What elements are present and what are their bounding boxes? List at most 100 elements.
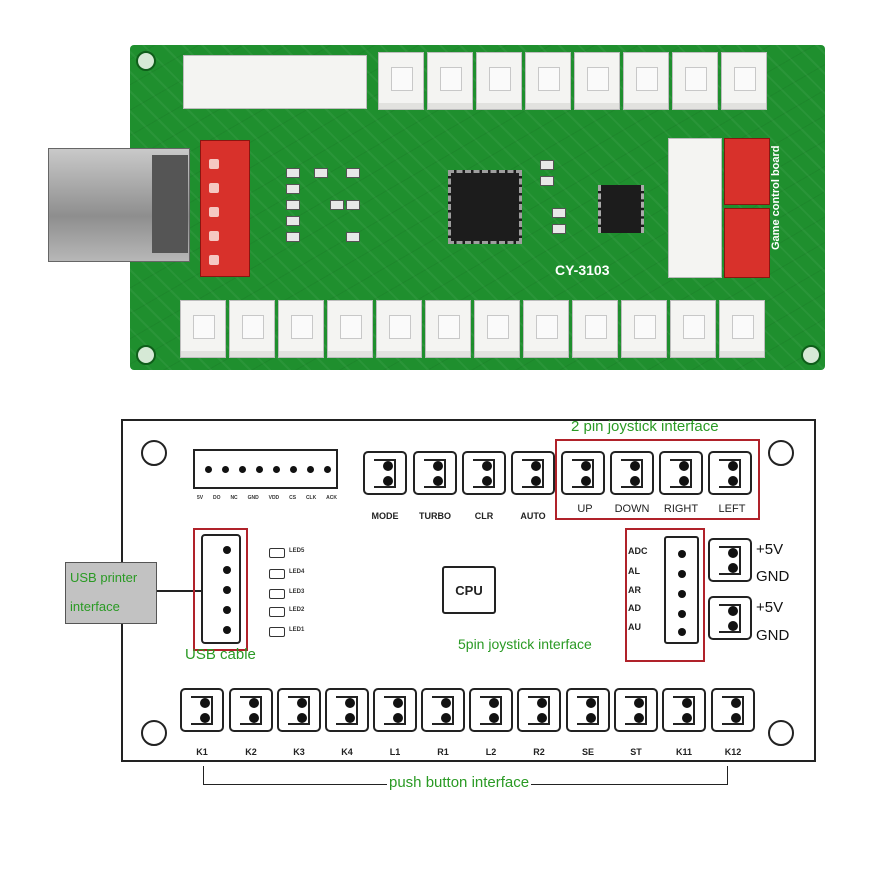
header-pin-label: CLK [305,495,317,501]
power2-gnd-label: GND [756,627,790,644]
smd-component [346,232,360,242]
left-label: LEFT [718,503,746,515]
connector-k2 [229,688,273,732]
connector-r2 [517,688,561,732]
smd-component [552,208,566,218]
pcb-mount-hole [136,51,156,71]
smd-component [346,200,360,210]
connector-r1 [421,688,465,732]
connector-l2 [469,688,513,732]
connector-st [614,688,658,732]
header-8pin [193,449,338,489]
connector-auto [511,451,555,495]
connector-left [708,451,752,495]
header-8pin-labels: 5V DO NC GND VDD CS CLK ACK [197,495,337,501]
k4-label: K4 [341,747,353,757]
connector-se [566,688,610,732]
red-power-header [724,138,770,205]
connector-mode [363,451,407,495]
led2-label: LED2 [289,607,305,613]
cpu-label: CPU [455,582,483,598]
white-5pin-connector [668,138,722,278]
right-label: RIGHT [663,503,699,515]
white-connector [278,300,324,358]
clr-label: CLR [474,511,494,521]
pcb-mount-hole [801,345,821,365]
smd-component [330,200,344,210]
l2-label: L2 [485,747,497,757]
connector-k3 [277,688,321,732]
auto-label: AUTO [520,511,546,521]
connector-k12 [711,688,755,732]
led-indicator [269,607,285,617]
k11-label: K11 [675,747,692,757]
white-connector [476,52,522,110]
header-pin-label: CS [289,495,297,501]
power2-plus-label: +5V [756,599,784,616]
mode-label: MODE [371,511,399,521]
main-chip [448,170,522,244]
k1-label: K1 [196,747,208,757]
r2-label: R2 [533,747,545,757]
joystick-5pin-highlight [625,528,705,662]
led-indicator [269,569,285,579]
header-pin-label: DO [213,495,221,501]
ar-label: AR [628,585,641,595]
cpu-chip: CPU [442,566,496,614]
connector-k1 [180,688,224,732]
joystick-5pin-connector [664,536,699,644]
led4-label: LED4 [289,569,305,575]
smd-component [286,200,300,210]
mount-hole [768,720,794,746]
mount-hole [768,440,794,466]
usb-plug-label-line2: interface [70,599,120,614]
usb-printer-plug: USB printer interface [65,562,157,624]
white-connector [525,52,571,110]
power1-plus-label: +5V [756,541,784,558]
k3-label: K3 [293,747,305,757]
smd-component [540,160,554,170]
turbo-label: TURBO [419,511,451,521]
white-connector [229,300,275,358]
header-pin-label: GND [247,495,259,501]
white-8pin-connector [183,55,367,109]
white-connector [572,300,618,358]
connector-power-2 [708,596,752,640]
white-connector [670,300,716,358]
usb-plug-label-line1: USB printer [70,570,138,585]
led-indicator [269,548,285,558]
usb-cable-label: USB cable [185,646,256,663]
white-connector [474,300,520,358]
pcb-caption-label: Game control board [770,145,782,250]
connector-power-1 [708,538,752,582]
connector-turbo [413,451,457,495]
led5-label: LED5 [289,548,305,554]
white-connector [327,300,373,358]
white-connector [672,52,718,110]
header-pin-label: NC [230,495,238,501]
red-power-header [724,208,770,278]
up-label: UP [577,503,593,515]
r1-label: R1 [437,747,449,757]
white-connector [623,52,669,110]
push-button-bracket-right [727,766,728,785]
k12-label: K12 [724,747,742,757]
smd-component [286,168,300,178]
connector-k4 [325,688,369,732]
led-indicator [269,627,285,637]
smd-component [540,176,554,186]
header-pin-label: ACK [326,495,337,501]
st-label: ST [630,747,642,757]
push-button-bracket-left [203,766,204,785]
smd-component [552,224,566,234]
joystick-2pin-highlight [555,439,760,520]
white-connector [719,300,765,358]
au-label: AU [628,622,641,632]
usb-b-port-mouth [152,155,188,253]
pcb-model-label: CY-3103 [555,262,610,278]
eeprom-chip [598,185,644,233]
ad-label: AD [628,603,641,613]
smd-component [286,216,300,226]
white-connector [378,52,424,110]
connector-up [561,451,605,495]
